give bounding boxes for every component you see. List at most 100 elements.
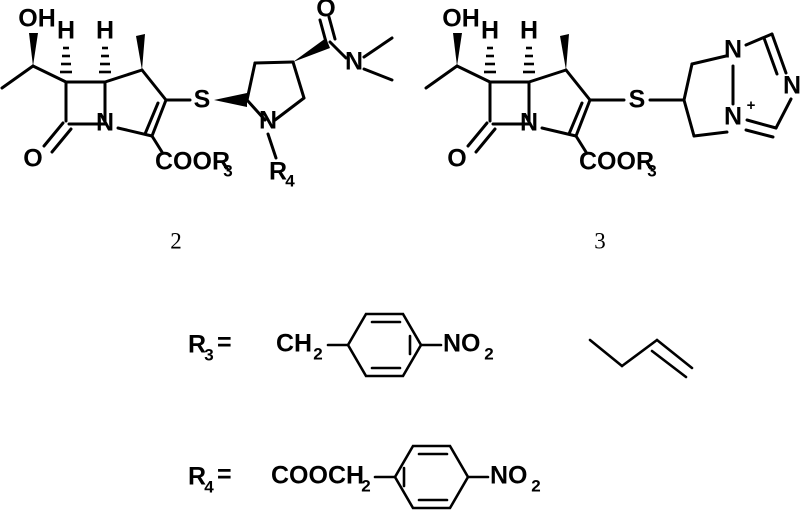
bond-n-p2: [245, 98, 267, 122]
benzene-ring-r3: [346, 312, 423, 378]
ester-group: COOR 3: [150, 134, 233, 180]
r4-no2-label: NO: [490, 462, 528, 490]
bond-amide-co-b: [327, 15, 337, 41]
bond-tz-n1-c: [744, 32, 774, 47]
r3-ch2-sub: 2: [313, 344, 322, 363]
r3-ch2-label: CH: [276, 330, 312, 358]
r4-cooch2-label: COOCH: [271, 462, 364, 490]
h-c6-hash-group-3: H: [481, 17, 499, 74]
benzene-ring-r4: [393, 444, 470, 510]
lactam-oxygen-label-3: O: [447, 145, 466, 173]
hydroxyl-label: OH: [18, 5, 56, 33]
pyrrolidine-ring: N: [245, 60, 306, 135]
sulfur-linkage-3: S: [588, 86, 686, 114]
bond-butene-double-a: [655, 338, 694, 370]
bond-tz-n-c: [774, 97, 793, 130]
bond-carbonyl-a: [42, 121, 65, 148]
ester-label-3: COOR: [579, 148, 654, 176]
bond-amide-co-a: [318, 18, 328, 44]
bond-c4-c3: [140, 68, 168, 102]
amide-nitrogen-label: N: [345, 48, 363, 76]
ester-sub-label: 3: [223, 161, 232, 180]
bond-c3-c2-b: [143, 101, 160, 136]
bond-p3-p4: [253, 60, 295, 65]
r4-cooch2-sub: 2: [361, 476, 370, 495]
bond-n-r4: [266, 132, 278, 160]
bond-c3-c2-a: [150, 98, 168, 138]
bridgehead-nitrogen-label: N: [724, 36, 742, 64]
hydroxyl-label-3: OH: [442, 5, 480, 33]
bond-tz-c-n-b: [762, 36, 779, 76]
bond-p4-p5: [291, 60, 306, 100]
compound-3-structure: OH O H: [424, 5, 800, 180]
r4-label-sub: 4: [204, 477, 214, 496]
r3-label: R: [188, 331, 206, 359]
compound-2-structure: OH O H: [0, 0, 394, 190]
cation-charge-label: +: [747, 97, 756, 114]
h-c5-label-3: H: [520, 17, 538, 45]
bond-butene-1: [588, 338, 624, 368]
bond-c2-ester-3: [574, 134, 588, 154]
r3-equals: =: [217, 329, 232, 357]
r3-definition-row: R 3 = CH 2 NO 2: [188, 312, 494, 378]
h-c6-label: H: [57, 17, 75, 45]
h-c5-hash-group: H: [96, 17, 114, 74]
r4-no2-sub: 2: [531, 476, 540, 495]
r4-substituent-label: R: [269, 158, 287, 186]
sulfur-label: S: [194, 86, 211, 114]
pyrroline-ring: [103, 68, 168, 138]
bond-tz-c-np-b: [744, 128, 775, 139]
beta-lactam-ring-3: O: [447, 80, 531, 173]
beta-lactam-ring: O: [23, 80, 107, 173]
bond-amide-c-n: [328, 40, 348, 60]
bond-c2-ester: [150, 134, 164, 154]
pyrrolidine-nitrogen-label: N: [259, 107, 277, 135]
bond-butene-double-b: [650, 349, 688, 379]
bond-pz-c2-c3: [690, 54, 728, 66]
wedge-s-to-pyrrolidine: [214, 93, 247, 107]
triazole-nitrogen-label: N: [783, 72, 800, 100]
sulfur-label-3: S: [629, 86, 646, 114]
butene-fragment: [588, 338, 694, 379]
pyrazoline-ring: [682, 54, 735, 138]
bond-pz-c5-c4: [692, 130, 729, 138]
h-c5-label: H: [96, 17, 114, 45]
bond-c5-c4: [103, 68, 144, 84]
triazolium-ring: N N + N: [724, 32, 800, 139]
r3-no2-sub: 2: [484, 344, 493, 363]
methyl-wedge-group-3: [560, 34, 569, 70]
bond-n-methyl-1: [362, 36, 394, 59]
h-c6-label-3: H: [481, 17, 499, 45]
cationic-nitrogen-label: N: [724, 103, 742, 131]
bond-ch-to-c6-3: [455, 64, 492, 84]
wedge-methyl-c4: [136, 34, 145, 70]
r4-definition-row: R 4 = COOCH 2 NO 2: [188, 444, 541, 510]
r4-equals: =: [217, 461, 232, 489]
bond-ch-to-c6: [31, 64, 68, 84]
bond-c3-c2-b-3: [567, 101, 584, 136]
pyrroline-ring-3: [527, 68, 592, 138]
bond-carbonyl-b: [50, 127, 73, 154]
bond-c5-c4-3: [527, 68, 568, 84]
n-substituent-group: R 4: [266, 132, 295, 190]
bond-tz-c-np-a: [745, 118, 778, 130]
r3-no2-label: NO: [443, 330, 481, 358]
r4-label: R: [188, 463, 206, 491]
bond-c3-c2-a-3: [574, 98, 592, 138]
wedge-hydroxyl: [29, 33, 38, 66]
ester-group-3: COOR 3: [574, 134, 657, 180]
ester-label: COOR: [155, 148, 230, 176]
methyl-wedge-group: [136, 34, 145, 70]
bond-c2-n-3: [540, 126, 578, 138]
bond-tz-c-n-a: [770, 32, 788, 75]
bond-pz-c1-c5: [682, 98, 696, 138]
hydroxyethyl-group-3: OH: [424, 5, 492, 90]
wedge-to-amide-carbon: [293, 38, 330, 62]
wedge-methyl-c4-3: [560, 34, 569, 70]
compound-3-number: 3: [594, 228, 606, 253]
bond-p2-p3: [245, 61, 257, 102]
bond-n-methyl-2: [362, 67, 394, 82]
bond-c2-n: [116, 126, 154, 138]
h-c5-hash-group-3: H: [520, 17, 538, 74]
